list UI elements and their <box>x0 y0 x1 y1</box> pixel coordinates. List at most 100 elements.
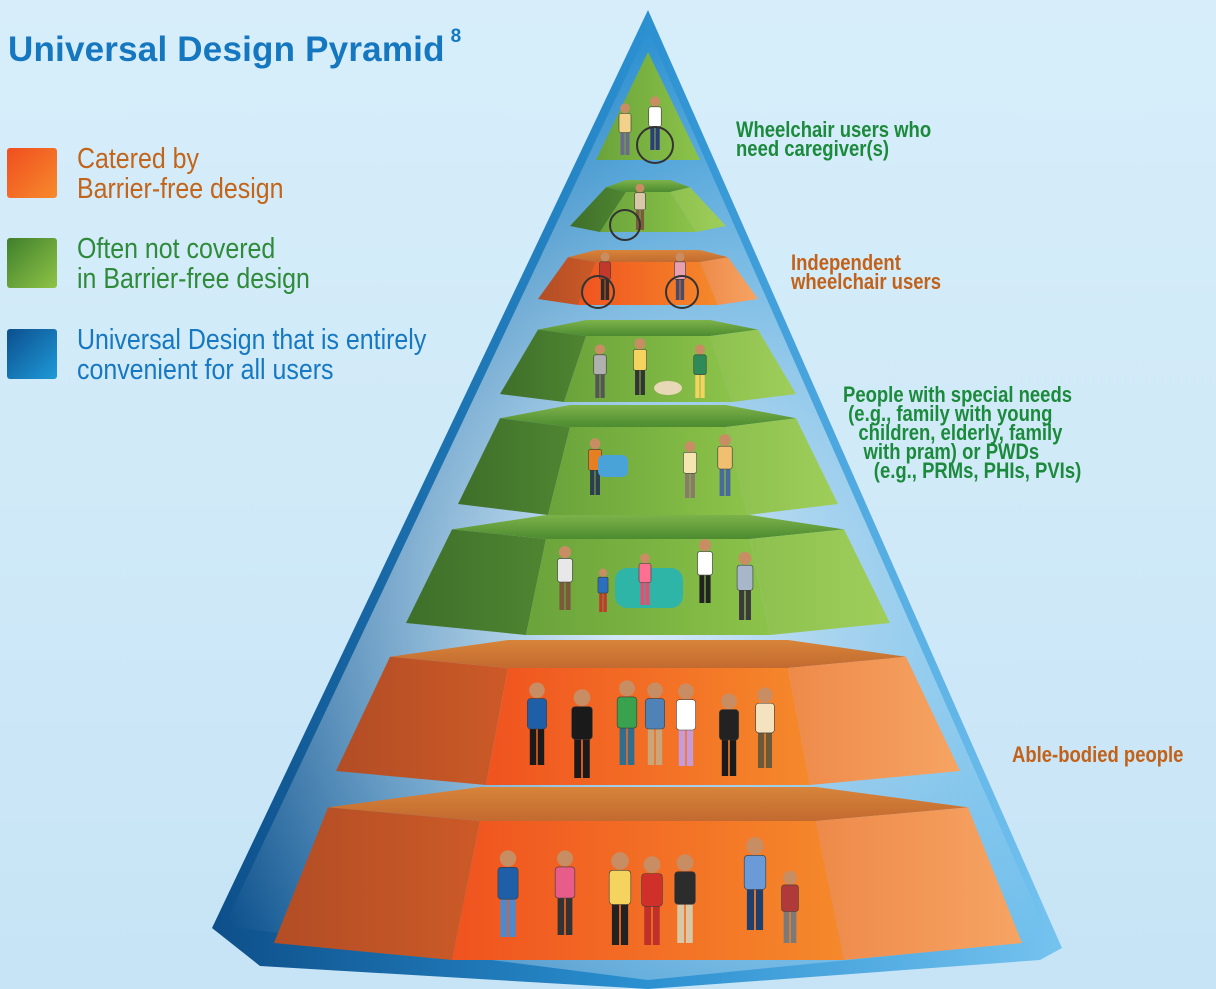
person-head <box>558 546 572 559</box>
person-figure <box>633 338 647 395</box>
person-leg <box>746 889 755 930</box>
wheelchair-wheel <box>636 126 674 164</box>
person-body <box>683 452 697 474</box>
legend-swatch-orange <box>7 148 57 198</box>
person-leg <box>605 279 610 300</box>
person-figure <box>781 870 799 943</box>
person-figure <box>683 441 697 498</box>
person-figure <box>693 344 707 398</box>
person-head <box>678 683 694 700</box>
person-figure <box>527 682 547 765</box>
person-figure <box>616 680 638 765</box>
legend-label: Universal Design that is entirely conven… <box>77 324 427 386</box>
person-leg <box>635 370 640 395</box>
person-figure <box>599 252 611 300</box>
person-leg <box>620 904 629 945</box>
person-leg <box>600 279 605 300</box>
person-body <box>674 871 696 905</box>
tier-right-face <box>710 329 796 402</box>
person-body <box>634 192 646 211</box>
person-body <box>736 564 754 591</box>
person-figure <box>676 683 696 766</box>
legend-label: Often not covered in Barrier-free design <box>77 233 310 295</box>
person-body <box>616 696 638 729</box>
person-leg <box>783 911 790 943</box>
person-leg <box>500 899 508 937</box>
person-head <box>684 441 696 452</box>
person-leg <box>640 209 645 230</box>
person-body <box>593 354 607 375</box>
pyramid-tiers <box>274 52 1022 960</box>
tier-top-surface <box>328 787 968 821</box>
person-body <box>717 445 733 470</box>
person-figure <box>497 850 519 937</box>
tier-front-face <box>548 427 748 515</box>
tier-right-face <box>726 418 838 515</box>
person-leg <box>574 739 582 778</box>
person-head <box>783 870 797 885</box>
tier-left-face <box>500 329 586 402</box>
person-head <box>721 693 737 710</box>
person-figure <box>674 854 696 943</box>
wheelchair-wheel <box>581 275 615 309</box>
person-leg <box>590 470 595 495</box>
person-head <box>589 438 601 449</box>
person-leg <box>620 132 625 155</box>
person-leg <box>600 374 605 398</box>
person-body <box>554 866 576 899</box>
label-wheelchair-caregiver: Wheelchair users who need caregiver(s) <box>736 117 932 161</box>
person-figure <box>571 689 593 778</box>
person-figure <box>608 852 632 945</box>
person-body <box>645 698 665 730</box>
person-leg <box>686 730 694 766</box>
person-leg <box>557 898 565 935</box>
tier-right-face <box>670 187 726 232</box>
tier-right-face <box>788 656 960 785</box>
person-body <box>633 349 647 371</box>
person-leg <box>685 904 693 943</box>
person-head <box>746 837 764 855</box>
person-figure <box>638 553 652 605</box>
person-leg <box>652 906 660 945</box>
person-leg <box>537 729 545 765</box>
person-leg <box>729 740 737 776</box>
tier-top-surface <box>500 405 796 427</box>
person-figure <box>634 183 646 230</box>
tier-top-surface <box>538 320 758 336</box>
person-leg <box>675 279 680 300</box>
person-leg <box>565 898 573 935</box>
person-head <box>694 344 706 355</box>
person-head <box>529 682 545 699</box>
person-body <box>608 869 632 905</box>
person-head <box>619 680 635 697</box>
person-head <box>499 850 517 867</box>
person-body <box>693 354 707 375</box>
person-head <box>738 551 752 565</box>
person-body <box>697 551 713 576</box>
person-leg <box>755 889 764 930</box>
person-body <box>597 576 609 594</box>
person-leg <box>645 582 650 605</box>
person-figure <box>645 682 665 765</box>
person-head <box>557 850 573 867</box>
person-head <box>719 434 731 446</box>
people-figures <box>497 96 799 945</box>
person-head <box>611 852 629 870</box>
person-head <box>634 338 646 349</box>
label-independent-wheelchair: Independent wheelchair users <box>791 250 941 294</box>
person-leg <box>559 582 565 610</box>
person-figure <box>641 856 663 945</box>
person-head <box>676 854 694 872</box>
person-figure <box>697 539 713 603</box>
person-head <box>620 103 630 114</box>
person-leg <box>565 582 571 610</box>
tier-left-face <box>570 187 626 232</box>
wheelchair-wheel <box>665 275 699 309</box>
person-figure <box>755 687 775 768</box>
person-figure <box>717 434 733 496</box>
person-leg <box>647 729 655 765</box>
person-leg <box>529 729 537 765</box>
person-leg <box>599 593 603 612</box>
